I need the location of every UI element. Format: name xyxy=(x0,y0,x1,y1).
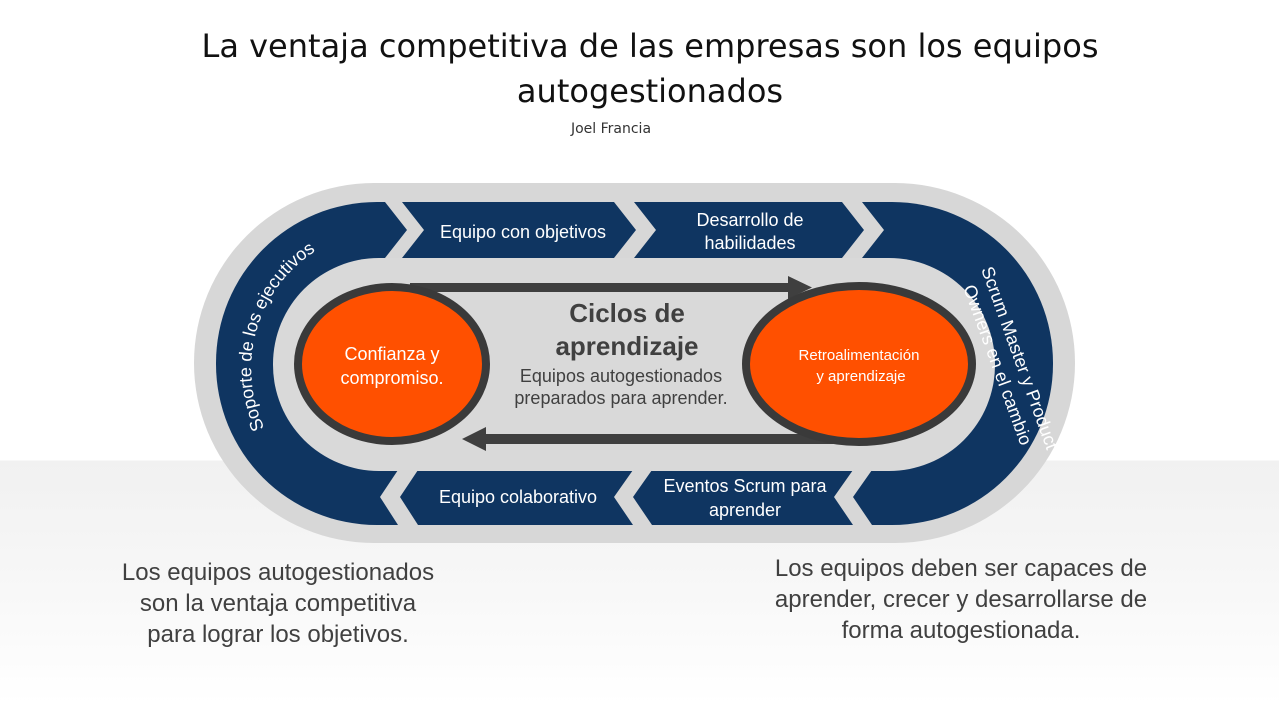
arrow-right xyxy=(410,276,812,299)
center-subtitle-line2: preparados para aprender. xyxy=(514,388,727,408)
center-subtitle-line1: Equipos autogestionados xyxy=(520,366,722,386)
bottom-separator-2 xyxy=(614,470,652,525)
segment-collaborative-team: Equipo colaborativo xyxy=(439,487,597,507)
note-right: Los equipos deben ser capaces de aprende… xyxy=(774,555,1148,644)
node-trust-line2: compromiso. xyxy=(340,368,443,388)
top-separator-3 xyxy=(842,202,884,258)
top-separator-2 xyxy=(614,202,656,258)
node-trust-line1: Confianza y xyxy=(344,344,439,364)
author-name: Joel Francia xyxy=(570,121,652,137)
bottom-separator-3 xyxy=(834,470,872,525)
slide-title: La ventaja competitiva de las empresas s… xyxy=(201,27,1099,110)
node-feedback-line2: y aprendizaje xyxy=(816,368,905,385)
node-feedback-line1: Retroalimentación xyxy=(799,347,920,364)
segment-skill-development-line2: habilidades xyxy=(704,233,795,253)
segment-team-goals: Equipo con objetivos xyxy=(440,222,606,242)
center-heading-line2: aprendizaje xyxy=(555,331,698,361)
segment-scrum-events-line1: Eventos Scrum para xyxy=(663,476,827,496)
center-heading-line1: Ciclos de xyxy=(569,298,685,328)
note-left: Los equipos autogestionados son la venta… xyxy=(121,559,435,648)
top-separator-1 xyxy=(385,202,424,258)
segment-skill-development-line1: Desarrollo de xyxy=(696,210,803,230)
node-trust-commitment xyxy=(294,283,490,445)
arrow-left xyxy=(462,427,884,451)
bottom-separator-1 xyxy=(380,470,418,525)
segment-scrum-events-line2: aprender xyxy=(709,500,781,520)
node-feedback-learning xyxy=(742,282,976,446)
